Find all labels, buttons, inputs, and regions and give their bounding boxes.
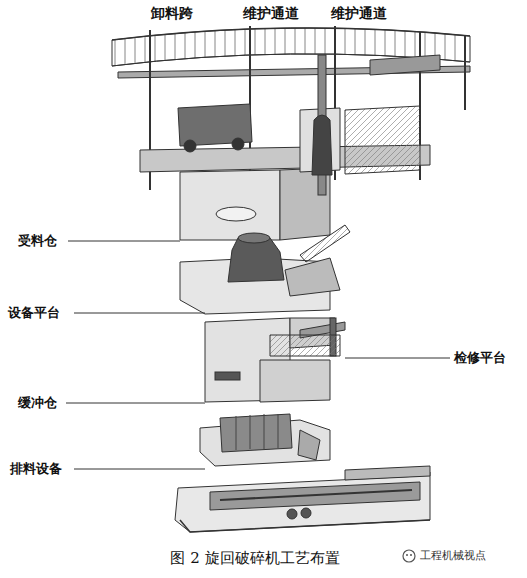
- part-label: 卸料跨: [151, 5, 193, 21]
- part-label: 检修平台: [454, 350, 506, 366]
- figure-caption: 图 2 旋回破碎机工艺布置: [170, 550, 339, 566]
- watermark-icon: [403, 550, 415, 562]
- leader-lines: [66, 241, 450, 469]
- part-label: 维护通道: [243, 5, 299, 21]
- part-label: 设备平台: [8, 305, 60, 321]
- plant-structure: [112, 26, 470, 532]
- part-label: 缓冲仓: [18, 395, 57, 411]
- watermark: 工程机械视点: [418, 548, 488, 564]
- part-label: 排料设备: [10, 461, 62, 477]
- part-label: 受料仓: [18, 233, 57, 249]
- part-label: 维护通道: [331, 5, 387, 21]
